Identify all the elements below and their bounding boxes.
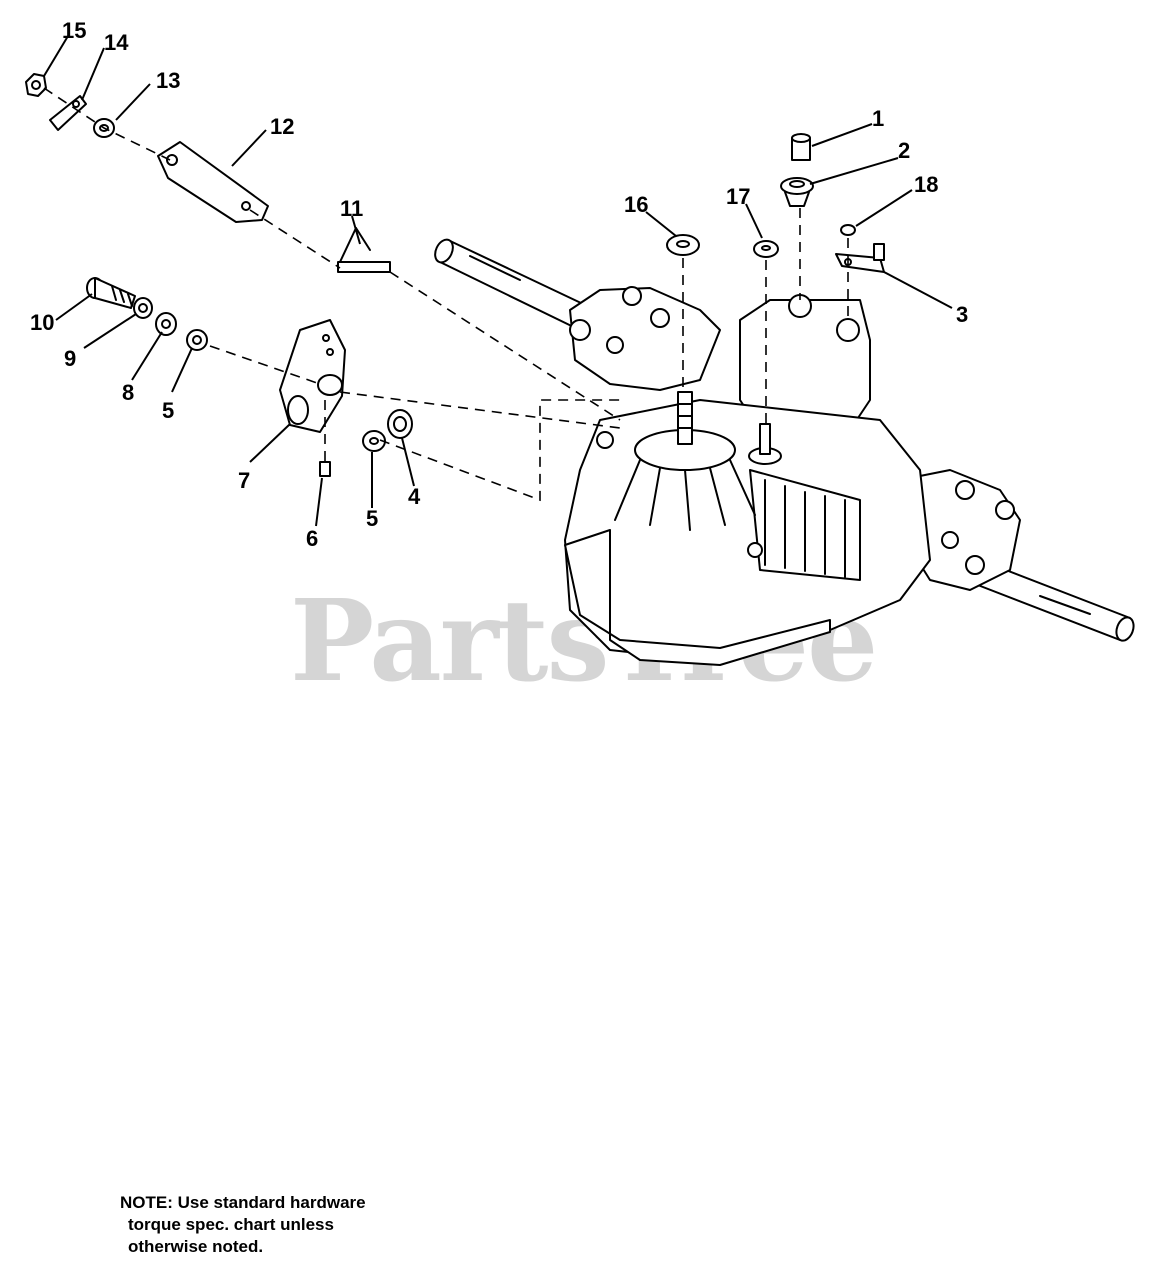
input-shaft-hub <box>614 391 756 531</box>
part-6-set-screw <box>319 461 331 477</box>
part-5-washer-lower <box>362 430 386 452</box>
callout-8: 8 <box>122 380 134 405</box>
callout-18: 18 <box>914 172 938 197</box>
part-16-washer <box>666 234 700 256</box>
callout-5-upper: 5 <box>162 398 174 423</box>
callout-17: 17 <box>726 184 750 209</box>
housing-ribs <box>749 469 861 581</box>
callout-6: 6 <box>306 526 318 551</box>
part-3-plate <box>835 243 885 273</box>
callout-16: 16 <box>624 192 648 217</box>
callout-15: 15 <box>62 18 86 43</box>
callout-14: 14 <box>104 30 129 55</box>
part-2-plug <box>780 177 814 207</box>
part-9-bushing <box>133 297 153 319</box>
part-1-cap <box>791 133 811 161</box>
part-10-bolt <box>86 277 136 309</box>
callout-1: 1 <box>872 106 884 131</box>
part-15-nut <box>25 73 47 97</box>
right-axle-shaft <box>969 559 1135 642</box>
leader-lines <box>43 35 953 527</box>
part-14-clip <box>49 95 87 131</box>
part-4-bearing <box>387 409 413 439</box>
callout-labels: 1 2 3 4 5 5 6 7 8 9 10 11 12 13 14 15 16… <box>30 18 968 551</box>
part-7-control-arm <box>279 319 346 433</box>
callout-7: 7 <box>238 468 250 493</box>
part-17-washer <box>753 240 779 258</box>
part-5-washer-upper <box>186 329 208 351</box>
callout-11: 11 <box>340 196 363 221</box>
assembly-guide-lines <box>43 87 849 502</box>
callout-12: 12 <box>270 114 294 139</box>
callout-4: 4 <box>408 484 421 509</box>
callout-2: 2 <box>898 138 910 163</box>
part-8-spacer <box>155 312 177 336</box>
part-18-ball <box>840 224 856 236</box>
note-line-2: torque spec. chart unless <box>128 1215 334 1234</box>
part-12-bracket <box>157 141 269 223</box>
control-shaft-stud <box>748 423 782 465</box>
callout-5-lower: 5 <box>366 506 378 531</box>
callout-9: 9 <box>64 346 76 371</box>
note-line-3: otherwise noted. <box>128 1237 264 1256</box>
note-line-1: NOTE: Use standard hardware <box>120 1193 366 1212</box>
callout-10: 10 <box>30 310 54 335</box>
torque-note: NOTE: Use standard hardware torque spec.… <box>120 1192 440 1258</box>
part-11-pin <box>337 227 391 273</box>
callout-13: 13 <box>156 68 180 93</box>
callout-3: 3 <box>956 302 968 327</box>
